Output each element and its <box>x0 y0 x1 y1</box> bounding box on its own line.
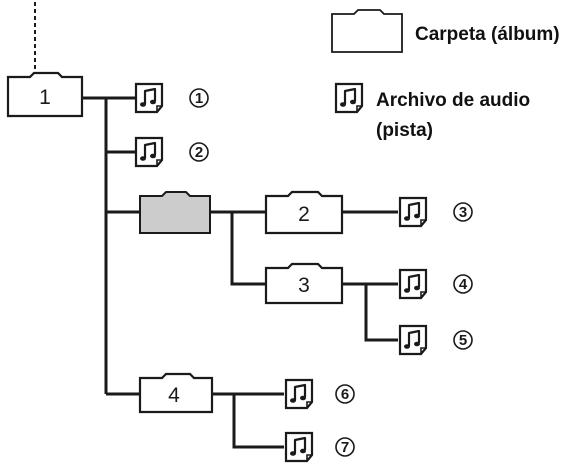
music-note-icon <box>284 431 314 463</box>
track-label: 5 <box>459 332 467 349</box>
music-note-icon <box>398 324 428 356</box>
folder-node-3: 3 <box>264 262 344 305</box>
track-label: 3 <box>459 204 467 221</box>
track-number-circle <box>335 384 355 404</box>
legend-file-label-line2: (pista) <box>376 120 433 141</box>
legend-folder-entry: Carpeta (álbum) <box>331 9 560 53</box>
folder-label: 2 <box>298 203 310 226</box>
track-node-6: 6 <box>284 378 355 410</box>
legend: Carpeta (álbum) Archivo de audio (pista) <box>331 9 560 141</box>
legend-folder-label: Carpeta (álbum) <box>415 24 560 45</box>
folder-icon <box>331 9 403 53</box>
legend-file-entry: Archivo de audio (pista) <box>334 82 530 141</box>
track-node-4: 4 <box>398 268 473 300</box>
track-node-2: 2 <box>134 136 209 168</box>
track-label: 6 <box>341 386 349 403</box>
track-label: 1 <box>195 90 203 107</box>
music-note-icon <box>134 136 164 168</box>
legend-file-label-line1: Archivo de audio <box>376 90 530 111</box>
folder-node-4: 4 <box>138 372 214 414</box>
track-node-1: 1 <box>134 82 209 114</box>
music-note-icon <box>334 82 364 114</box>
folder-node-selected <box>139 191 211 234</box>
music-note-icon <box>398 196 428 228</box>
track-number-circle <box>335 437 355 457</box>
folder-label: 3 <box>298 274 310 297</box>
music-note-icon <box>284 378 314 410</box>
track-label: 2 <box>195 144 203 161</box>
folder-label: 4 <box>168 384 180 407</box>
folder-label: 1 <box>39 86 51 109</box>
folder-node-1: 1 <box>6 71 84 118</box>
track-node-5: 5 <box>398 324 473 356</box>
music-note-icon <box>134 82 164 114</box>
track-number-circle <box>453 202 473 222</box>
track-number-circle <box>189 142 209 162</box>
track-number-circle <box>453 330 473 350</box>
track-label: 4 <box>459 276 468 293</box>
track-number-circle <box>453 274 473 294</box>
track-label: 7 <box>341 439 349 456</box>
track-number-circle <box>189 88 209 108</box>
folder-node-2: 2 <box>264 190 344 235</box>
track-node-3: 3 <box>398 196 473 228</box>
track-node-7: 7 <box>284 431 355 463</box>
tree-connectors <box>82 96 398 449</box>
music-note-icon <box>398 268 428 300</box>
